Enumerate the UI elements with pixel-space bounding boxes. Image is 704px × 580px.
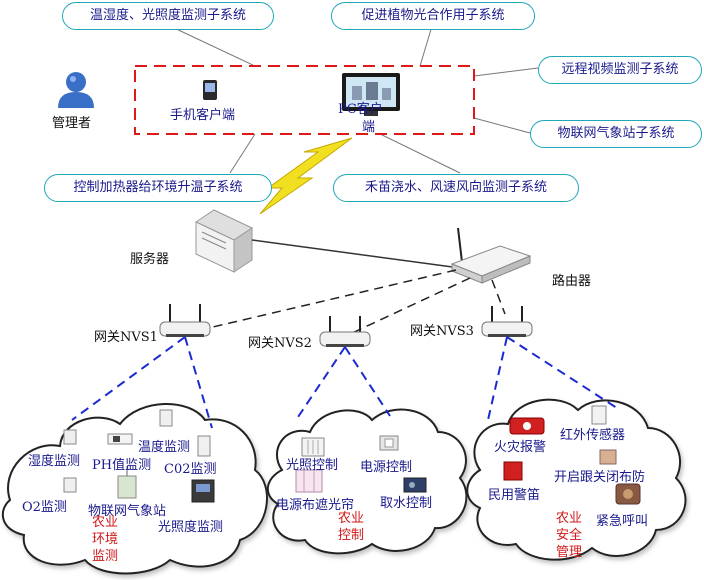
wireless-link-bolt xyxy=(259,137,353,215)
cloud-security-title-line: 管理 xyxy=(555,545,582,560)
subsystem-connectors xyxy=(169,25,539,174)
device-fire-alarm: 火灾报警 xyxy=(494,440,547,455)
admin-icon xyxy=(58,72,94,108)
mobile-client-label: 手机客户端 xyxy=(170,108,236,123)
device-arming: 开启跟关闭布防 xyxy=(554,470,646,485)
device-water-control: 取水控制 xyxy=(380,496,433,511)
device-humidity: 湿度监测 xyxy=(28,454,81,469)
router-gateway-links xyxy=(199,269,506,335)
subsystem-heater: 控制加热器给环境升温子系统 xyxy=(44,174,272,202)
fire-alarm-icon xyxy=(509,417,545,435)
device-weather-station: 物联网气象站 xyxy=(88,504,167,519)
pc-client-label-line2: 端 xyxy=(362,120,376,135)
device-co2: C02监测 xyxy=(164,462,217,477)
device-ph: PH值监测 xyxy=(92,458,152,473)
subsystem-temp-light: 温湿度、光照度监测子系统 xyxy=(62,2,274,30)
server-router-link xyxy=(251,239,461,269)
pc-monitor-icon xyxy=(342,73,400,116)
cloud-environment-title: 农业 环境 监测 xyxy=(82,514,128,565)
power-control-icon xyxy=(379,435,399,451)
light-control-icon xyxy=(301,437,325,457)
device-infrared: 红外传感器 xyxy=(560,428,626,443)
device-light-control: 光照控制 xyxy=(286,458,339,473)
device-light: 光照度监测 xyxy=(158,520,224,535)
router-icon xyxy=(450,227,532,284)
gateway-nvs1-icon xyxy=(159,304,211,337)
weather-station-icon xyxy=(117,466,137,499)
gateway-nvs1-label: 网关NVS1 xyxy=(94,330,158,345)
cloud-control-title: 农业 控制 xyxy=(328,510,374,544)
cloud-control-title-line: 控制 xyxy=(337,528,364,543)
subsystem-video: 远程视频监测子系统 xyxy=(538,56,702,84)
co2-sensor-icon xyxy=(197,435,211,457)
cloud-security-title: 农业 安全 管理 xyxy=(546,510,592,561)
humidity-sensor-icon xyxy=(63,429,77,445)
cloud-control-title-line: 农业 xyxy=(337,511,364,526)
cloud-security-title-line: 安全 xyxy=(555,528,582,543)
device-emergency-call: 紧急呼叫 xyxy=(596,514,649,529)
infrared-sensor-icon xyxy=(591,405,607,425)
ph-sensor-icon xyxy=(107,433,133,445)
device-power-control: 电源控制 xyxy=(360,460,413,475)
water-control-icon xyxy=(403,477,427,493)
siren-icon xyxy=(503,461,523,481)
device-siren: 民用警笛 xyxy=(488,488,541,503)
light-sensor-icon xyxy=(191,479,215,503)
curtain-icon xyxy=(295,469,323,493)
subsystem-weather-station: 物联网气象站子系统 xyxy=(530,120,702,148)
temperature-sensor-icon xyxy=(159,409,173,427)
device-o2: O2监测 xyxy=(22,500,67,515)
cloud-security-title-line: 农业 xyxy=(555,511,582,526)
gateway-nvs2-label: 网关NVS2 xyxy=(248,336,312,351)
arming-control-icon xyxy=(599,449,617,465)
cloud-environment-title-line: 环境 xyxy=(91,532,118,547)
device-temperature: 温度监测 xyxy=(138,440,191,455)
router-label: 路由器 xyxy=(552,274,592,289)
client-frame xyxy=(134,65,475,135)
admin-label: 管理者 xyxy=(52,116,92,131)
device-curtain: 电源布遮光帘 xyxy=(276,498,355,513)
server-label: 服务器 xyxy=(130,252,170,267)
gateway-nvs3-icon xyxy=(481,306,533,337)
o2-sensor-icon xyxy=(63,477,77,493)
subsystem-irrigation-wind: 禾苗浇水、风速风向监测子系统 xyxy=(333,174,579,202)
gateway-cloud-links xyxy=(71,336,621,429)
server-icon xyxy=(194,209,254,273)
phone-icon xyxy=(203,80,217,100)
emergency-call-icon xyxy=(615,483,641,505)
subsystem-photosynthesis: 促进植物光合作用子系统 xyxy=(331,2,535,30)
cloud-security xyxy=(466,398,687,561)
pc-client-label-line1: PC客户 xyxy=(338,102,383,117)
cloud-environment-title-line: 监测 xyxy=(91,549,118,564)
gateway-nvs3-label: 网关NVS3 xyxy=(410,324,474,339)
cloud-environment-title-line: 农业 xyxy=(91,515,118,530)
gateway-nvs2-icon xyxy=(319,316,371,347)
